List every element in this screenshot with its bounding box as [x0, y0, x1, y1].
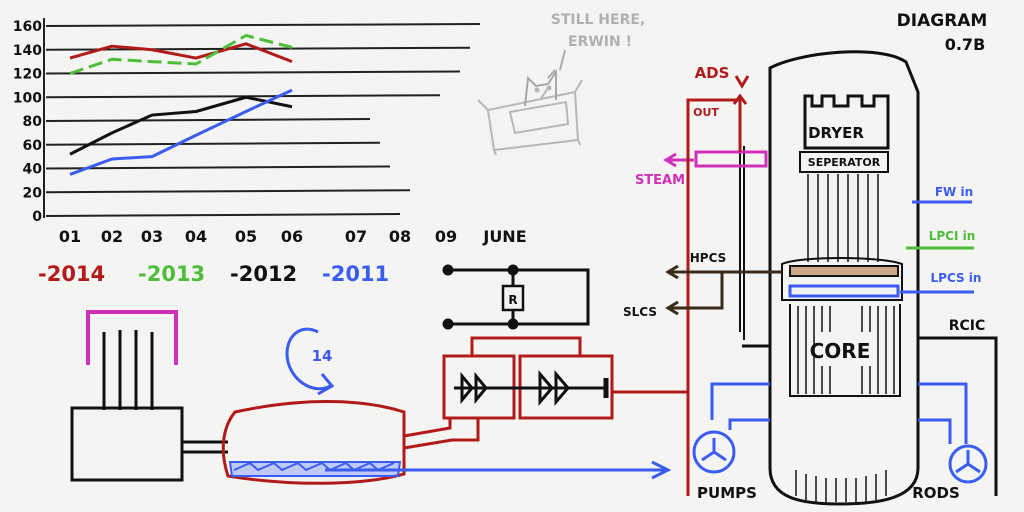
out-label: OUT [693, 106, 719, 119]
grid-line [46, 214, 400, 216]
ads-valve [736, 76, 748, 86]
diagram-subtitle: 0.7B [945, 35, 986, 54]
ads-line [688, 100, 740, 380]
dryer-label: DRYER [808, 124, 864, 142]
y-tick-label: 120 [13, 67, 42, 83]
grid-line [46, 167, 390, 169]
x-tick-labels: 01 02 03 04 05 06 07 08 09 JUNE [59, 227, 527, 246]
y-tick-label: 40 [23, 162, 43, 178]
slcs-label: SLCS [623, 305, 657, 319]
generator-box [72, 408, 182, 480]
grid-line [46, 24, 480, 26]
reactor-vessel [770, 52, 918, 504]
steam-label: STEAM [635, 173, 685, 188]
cat-note-line1: STILL HERE, [551, 12, 646, 28]
separator-label: SEPERATOR [808, 156, 881, 169]
x-tick-label: 01 [59, 227, 81, 246]
hpcs-line [668, 266, 782, 278]
lpcs-in-label: LPCS in [931, 271, 982, 285]
recirc-loop-left [694, 384, 770, 472]
fw-in-label: FW in [935, 185, 973, 199]
rotation-label: 14 [312, 347, 333, 365]
pumps-label: PUMPS [697, 484, 757, 502]
y-tick-label: 80 [23, 114, 43, 130]
legend-2012: -2012 [230, 262, 297, 286]
series-line-2011 [70, 90, 292, 174]
y-tick-label: 0 [32, 209, 42, 225]
legend-2013: -2013 [138, 262, 205, 286]
turbine-rotors [454, 374, 608, 402]
recirc-loop-right [918, 384, 986, 482]
legend-dash-2012: - [230, 262, 239, 286]
lpcs-sparger [790, 286, 898, 296]
separator-tubes [808, 174, 878, 262]
legend-dash-2011: - [322, 262, 331, 286]
rcic-label: RCIC [949, 318, 986, 334]
x-tick-label: 08 [389, 227, 411, 246]
magenta-bracket [88, 312, 176, 365]
legend-label-2013: 2013 [147, 262, 205, 286]
control-rod-drives [796, 470, 886, 502]
x-tick-label: 04 [185, 227, 207, 246]
diagram-title: DIAGRAM [897, 11, 988, 31]
steam-outlet [696, 152, 766, 166]
legend-dash-2014: - [38, 262, 47, 286]
turbine-housing [404, 338, 688, 496]
x-tick-label: 03 [141, 227, 163, 246]
cat-in-box-sketch [478, 50, 582, 155]
legend-2014: -2014 [38, 262, 105, 286]
lpci-in-label: LPCI in [929, 229, 976, 243]
y-tick-label: 60 [23, 138, 43, 154]
x-tick-label: JUNE [482, 227, 526, 246]
y-tick-label: 160 [13, 19, 42, 35]
shaft [182, 442, 228, 452]
x-tick-label: 09 [435, 227, 457, 246]
grid-line [46, 143, 380, 145]
grid-line [46, 119, 370, 121]
legend-label-2014: 2014 [47, 262, 105, 286]
grid-line [46, 72, 460, 74]
legend-label-2012: 2012 [239, 262, 297, 286]
grid-line [46, 190, 410, 192]
steam-arrow [666, 154, 694, 166]
line-chart: 0 20 40 60 80 100 120 140 160 01 02 03 04 05 06 07 08 09… [13, 18, 527, 246]
rods-label: RODS [912, 484, 960, 502]
x-tick-label: 06 [281, 227, 303, 246]
chart-series [70, 36, 292, 175]
series-line-2014 [70, 44, 292, 62]
y-tick-label: 20 [23, 185, 43, 201]
x-tick-label: 05 [235, 227, 257, 246]
y-tick-labels: 0 20 40 60 80 100 120 140 160 [13, 19, 42, 225]
legend-label-2011: 2011 [331, 262, 389, 286]
y-tick-label: 100 [13, 90, 42, 106]
resistor-label: R [508, 293, 517, 307]
core-shroud-top [782, 258, 902, 300]
x-tick-label: 02 [101, 227, 123, 246]
core-label: CORE [810, 339, 871, 363]
legend-dash-2013: - [138, 262, 147, 286]
hpcs-sparger [790, 266, 898, 276]
hpcs-label: HPCS [690, 251, 727, 265]
x-tick-label: 07 [345, 227, 367, 246]
ads-label: ADS [695, 64, 730, 82]
rod-bundle [104, 330, 152, 410]
legend-2011: -2011 [322, 262, 389, 286]
y-tick-label: 140 [13, 43, 42, 59]
cat-note-line2: ERWIN ! [568, 34, 632, 50]
